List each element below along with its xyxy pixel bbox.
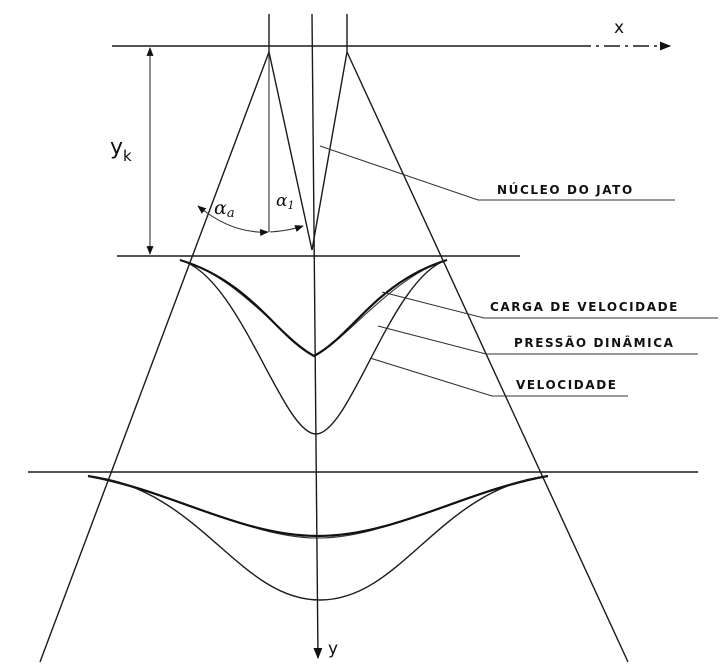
callout-pressao-dinamica: PRESSÃO DINÂMICA <box>514 335 675 350</box>
outer-boundary-left <box>39 51 270 663</box>
y-axis <box>311 13 323 660</box>
profile-pressao-dinamica-2 <box>87 474 549 538</box>
core-boundary-left <box>268 51 313 251</box>
profile-carga-velocidade-1 <box>179 259 448 357</box>
alpha-1-label: α1 <box>276 191 294 212</box>
x-axis-label: x <box>614 18 624 38</box>
profile-pressao-dinamica-1 <box>179 258 448 358</box>
callout-carga-de-velocidade: CARGA DE VELOCIDADE <box>490 300 679 314</box>
profiles-section-2 <box>87 474 549 601</box>
callout-leaders <box>319 145 718 397</box>
alpha-1-arc <box>269 225 304 233</box>
yk-label: yk <box>110 135 132 165</box>
alpha-a-arc <box>197 205 269 236</box>
callout-velocidade: VELOCIDADE <box>516 378 618 392</box>
profile-carga-velocidade-2 <box>87 475 549 539</box>
callout-nucleo-do-jato: NÚCLEO DO JATO <box>497 182 634 197</box>
profiles-section-1 <box>179 258 448 435</box>
y-axis-label: y <box>328 639 338 659</box>
profile-velocidade-1 <box>179 259 448 435</box>
core-boundary-right <box>311 51 348 251</box>
profile-velocidade-2 <box>87 475 549 601</box>
outer-boundary-right <box>346 51 629 663</box>
alpha-a-label: αa <box>214 197 235 221</box>
